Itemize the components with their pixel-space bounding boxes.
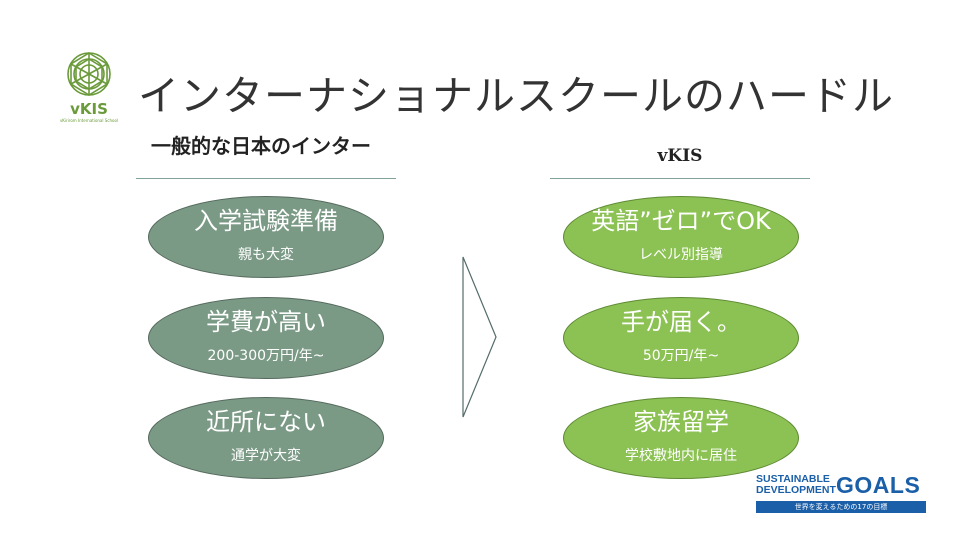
right-column-heading: vKIS [657, 146, 703, 166]
left-item-tuition: 学費が高い 200-300万円/年~ [148, 297, 384, 379]
ellipse-main-text: 入学試験準備 [194, 207, 338, 235]
left-heading-rule [136, 178, 396, 179]
left-item-distance: 近所にない 通学が大変 [148, 397, 384, 479]
ellipse-sub-text: レベル別指導 [639, 247, 723, 263]
ellipse-main-text: 家族留学 [633, 408, 729, 436]
slide-title: インターナショナルスクールのハードル [138, 72, 894, 120]
right-item-no-english: 英語”ゼロ”でOK レベル別指導 [563, 196, 799, 278]
left-item-entrance-exam: 入学試験準備 親も大変 [148, 196, 384, 278]
sdg-goals-text: GOALS [836, 472, 921, 498]
ellipse-sub-text: 50万円/年~ [642, 348, 720, 364]
logo-wordmark: vKIS [70, 100, 108, 118]
ellipse-main-text: 学費が高い [206, 308, 326, 336]
chevron-right-icon [462, 256, 497, 418]
ellipse-sub-text: 親も大変 [238, 247, 294, 263]
ellipse-main-text: 近所にない [206, 408, 326, 436]
ellipse-sub-text: 学校敷地内に居住 [625, 448, 737, 464]
ellipse-sub-text: 通学が大変 [231, 448, 301, 464]
sdg-line1: SUSTAINABLE [756, 473, 830, 485]
left-column-heading: 一般的な日本のインター [151, 134, 371, 158]
right-item-affordable: 手が届く。 50万円/年~ [563, 297, 799, 379]
right-item-family-study: 家族留学 学校敷地内に居住 [563, 397, 799, 479]
right-heading-rule [550, 178, 810, 179]
sdg-wordmark: SUSTAINABLE DEVELOPMENT [756, 474, 836, 496]
sdg-tagline: 世界を変えるための17の目標 [756, 501, 926, 513]
ellipse-main-text: 英語”ゼロ”でOK [591, 207, 771, 235]
sdg-line2: DEVELOPMENT [756, 484, 836, 496]
vkis-emblem-icon [67, 52, 111, 96]
ellipse-main-text: 手が届く。 [621, 308, 741, 336]
logo-subtitle: vKirirom International School [59, 118, 119, 123]
vkis-logo: vKIS vKirirom International School [56, 50, 122, 126]
ellipse-sub-text: 200-300万円/年~ [207, 348, 325, 364]
sdg-logo: SUSTAINABLE DEVELOPMENT GOALS 世界を変えるための1… [756, 472, 932, 514]
